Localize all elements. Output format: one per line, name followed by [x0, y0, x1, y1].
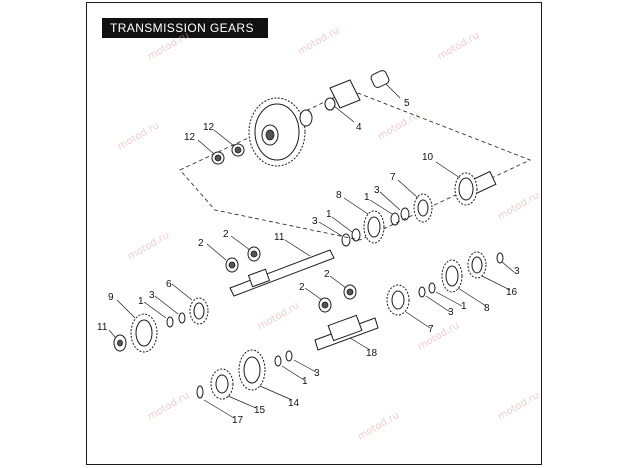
output-gear-assembly: [341, 170, 497, 247]
callout-12a: 12: [184, 132, 196, 143]
callout-3e: 3: [448, 307, 454, 318]
callout-12b: 12: [203, 122, 215, 133]
large-gear-bore: [265, 129, 275, 141]
callout-2a: 2: [198, 238, 204, 249]
bushing-5: [370, 70, 390, 88]
spacer-ring: [299, 109, 313, 127]
watermark-text: motod.ru: [296, 25, 341, 57]
gear-10-body: [458, 177, 474, 201]
callout-15: 15: [254, 405, 266, 416]
callout-5: 5: [404, 98, 410, 109]
watermark-text: motod.ru: [256, 300, 301, 332]
watermark-text: motod.ru: [496, 190, 541, 222]
callout-3b: 3: [312, 216, 318, 227]
washer-17: [196, 385, 204, 399]
callout-1a: 1: [364, 192, 370, 203]
gear-15-body: [215, 374, 229, 394]
watermark-text: motod.ru: [376, 110, 421, 142]
callout-3d: 3: [514, 266, 520, 277]
callout-1e: 1: [302, 376, 308, 387]
washer-3b: [341, 233, 351, 247]
bearing-12a-bore: [214, 154, 222, 162]
bearing-2b-bore: [250, 250, 258, 258]
callout-2d: 2: [324, 269, 330, 280]
callout-14: 14: [288, 398, 300, 409]
callout-18: 18: [366, 348, 378, 359]
gear-8a-body: [367, 216, 381, 238]
assembly-boundary-dashed: [179, 89, 532, 241]
watermark-text: motod.ru: [146, 390, 191, 422]
callout-3f: 3: [314, 368, 320, 379]
callout-3c: 3: [149, 290, 155, 301]
watermark-layer: motod.ru motod.ru motod.ru motod.ru moto…: [116, 25, 541, 442]
gear-9-body: [135, 319, 153, 347]
watermark-text: motod.ru: [416, 320, 461, 352]
callout-7b: 7: [428, 324, 434, 335]
ring-1c: [166, 316, 174, 328]
callout-11a: 11: [274, 232, 285, 243]
mainshaft-splines: [247, 268, 271, 288]
washer-3e: [418, 286, 426, 298]
callout-7a: 7: [390, 172, 396, 183]
gear-7a-body: [417, 199, 429, 217]
callout-4: 4: [356, 122, 362, 133]
callout-labels: 12 12 5 4 10 7 3 1 8 3 1 2 2 11 9 1 3 6 …: [97, 98, 520, 426]
mainshaft-11: [229, 249, 335, 297]
ring-1a: [390, 212, 400, 226]
washer-3d: [496, 252, 504, 264]
washer-11b-bore: [117, 339, 123, 347]
watermark-text: motod.ru: [146, 30, 191, 62]
bearing-2a-bore: [228, 261, 236, 269]
gear-16-body: [471, 256, 483, 274]
washer-3a: [400, 207, 410, 221]
callout-16: 16: [506, 287, 518, 298]
leader-lines: [108, 83, 515, 419]
callout-9: 9: [108, 292, 114, 303]
watermark-text: motod.ru: [436, 30, 481, 62]
callout-1b: 1: [326, 209, 332, 220]
washer-4: [324, 97, 336, 111]
mainshaft-assembly: [113, 246, 335, 353]
callout-2c: 2: [299, 282, 305, 293]
diagram-title: TRANSMISSION GEARS: [102, 18, 268, 38]
countershaft-splines: [327, 314, 363, 342]
callout-3a: 3: [374, 185, 380, 196]
callout-1c: 1: [138, 296, 144, 307]
lower-gear-stack: [196, 349, 293, 400]
diagram-frame: [86, 2, 542, 465]
ring-1d: [428, 282, 436, 294]
gear-7b-body: [391, 290, 405, 310]
callout-8b: 8: [484, 303, 490, 314]
bearing-2c-bore: [321, 301, 329, 309]
washer-3f: [285, 350, 293, 362]
watermark-text: motod.ru: [356, 410, 401, 442]
callout-1d: 1: [461, 301, 467, 312]
gear-6-body: [193, 302, 205, 320]
watermark-text: motod.ru: [116, 120, 161, 152]
gear-14-body: [243, 356, 261, 384]
watermark-text: motod.ru: [496, 390, 541, 422]
bearing-12b-bore: [234, 146, 242, 154]
callout-11b: 11: [97, 322, 108, 333]
ring-1b: [351, 228, 361, 242]
callout-8a: 8: [336, 190, 342, 201]
retainer-plate: [329, 79, 361, 109]
bearing-2d-bore: [346, 288, 354, 296]
countershaft-assembly: [314, 251, 504, 351]
callout-17: 17: [232, 415, 244, 426]
clutch-gear-assembly: [211, 70, 390, 167]
callout-10: 10: [422, 152, 434, 163]
callout-2b: 2: [223, 229, 229, 240]
watermark-text: motod.ru: [126, 230, 171, 262]
ring-1e: [274, 355, 282, 367]
gear-8b-body: [445, 265, 459, 287]
washer-3c: [178, 312, 186, 324]
callout-6: 6: [166, 279, 172, 290]
